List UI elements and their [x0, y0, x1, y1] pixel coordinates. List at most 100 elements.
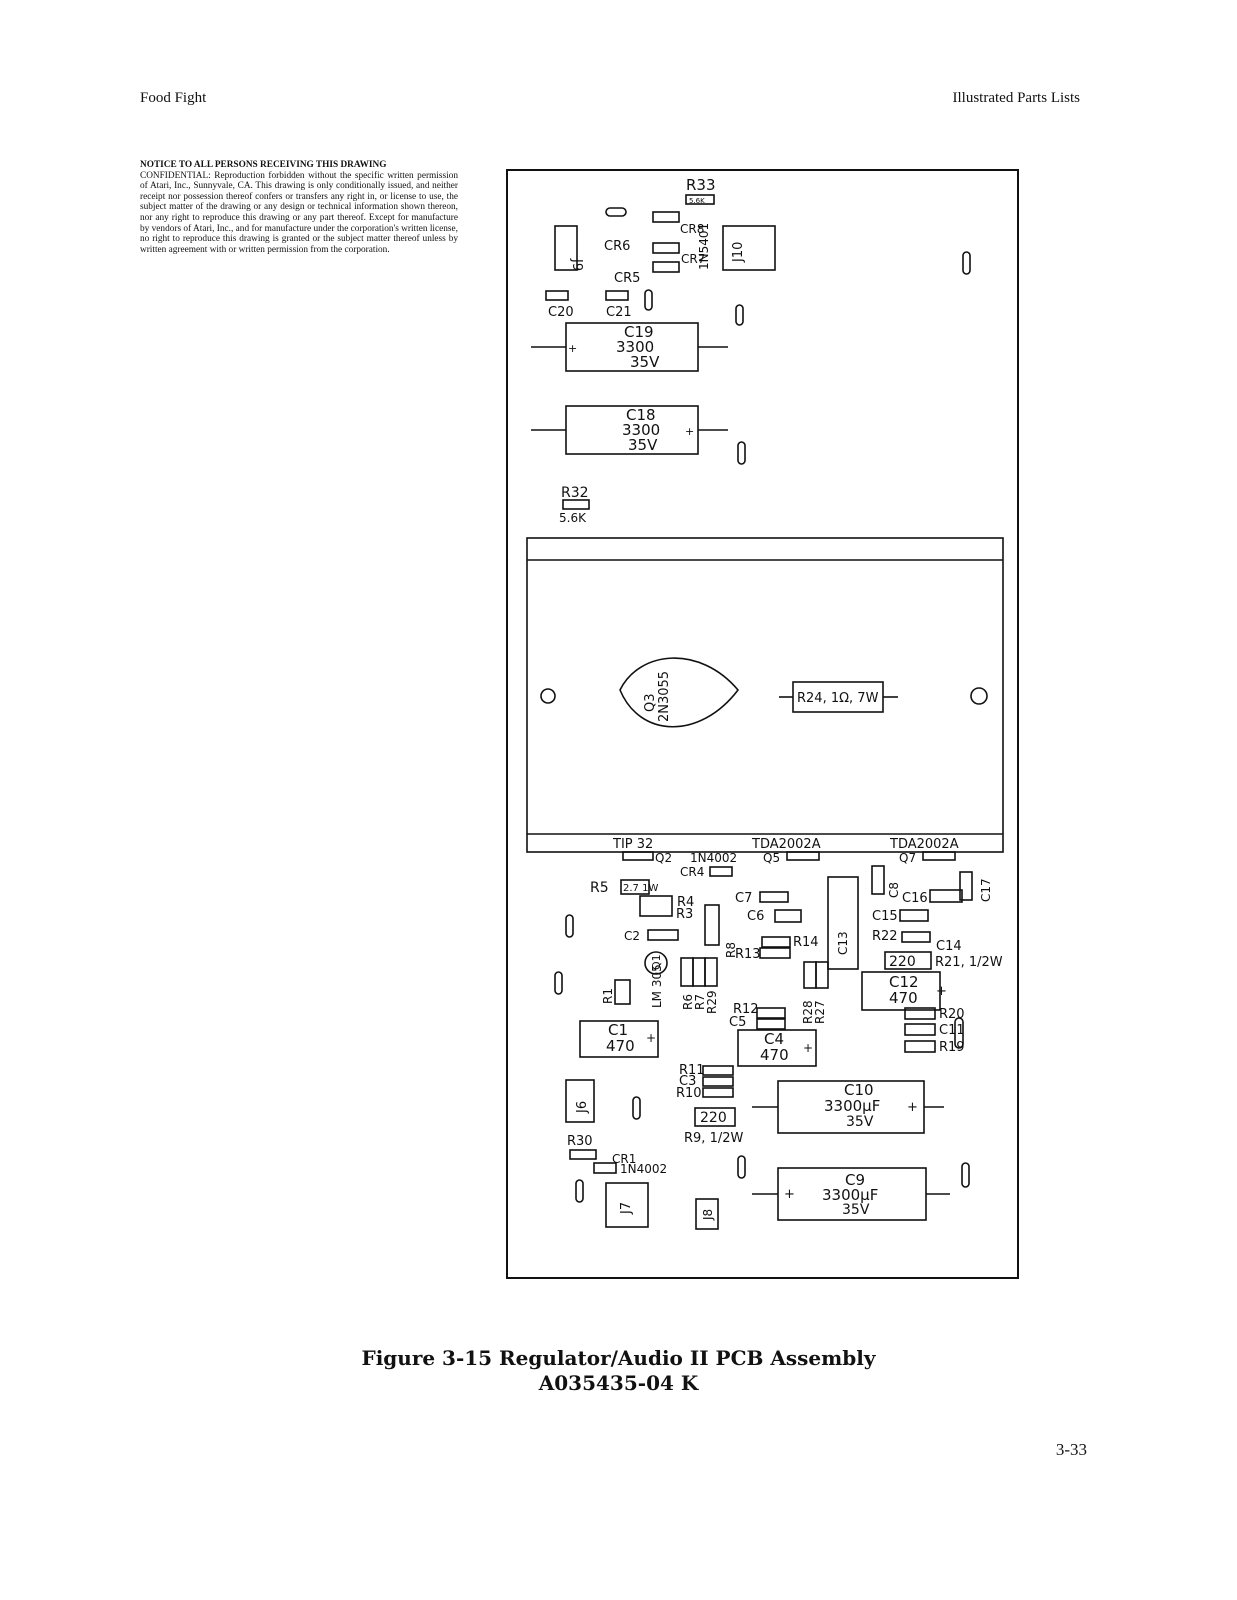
- value-c4: 470: [760, 1046, 789, 1064]
- label-c15: C15: [872, 909, 898, 924]
- j9-connector: [554, 225, 578, 271]
- value-r21: 220: [889, 954, 916, 970]
- label-r29: R29: [705, 990, 719, 1014]
- label-q1: Q1: [650, 954, 663, 970]
- label-r21: R21, 1/2W: [935, 955, 1003, 970]
- label-c11: C11: [939, 1023, 965, 1038]
- label-r11: R11: [679, 1063, 705, 1078]
- label-c21: C21: [606, 305, 632, 320]
- label-r3: R3: [676, 907, 693, 922]
- part-q3: 2N3055: [657, 671, 672, 722]
- value-c18: 3300: [622, 421, 660, 439]
- label-r4: R4: [677, 895, 694, 910]
- label-q3: Q3: [643, 693, 658, 712]
- header-right: Illustrated Parts Lists: [952, 90, 1081, 106]
- polarity-c4: +: [803, 1041, 813, 1055]
- label-c5: C5: [729, 1015, 746, 1030]
- label-c19: C19: [624, 323, 654, 341]
- j6-connector: [565, 1079, 595, 1123]
- label-j7: J7: [619, 1202, 634, 1215]
- polarity-c19: +: [568, 342, 577, 355]
- polarity-c10: +: [907, 1100, 918, 1115]
- label-cr7: CR7: [681, 252, 705, 266]
- polarity-c18: +: [685, 425, 694, 438]
- label-r33: R33: [686, 176, 716, 194]
- voltage-c10: 35V: [846, 1114, 874, 1130]
- label-r13: R13: [735, 947, 761, 962]
- label-r30: R30: [567, 1134, 593, 1149]
- label-c18: C18: [626, 406, 656, 424]
- label-cr1: CR1: [612, 1152, 636, 1166]
- label-r6: R6: [681, 994, 695, 1010]
- label-cr4: CR4: [680, 865, 704, 879]
- notice-title: NOTICE TO ALL PERSONS RECEIVING THIS DRA…: [140, 160, 387, 170]
- label-j8: J8: [701, 1209, 715, 1221]
- label-q2: Q2: [655, 851, 672, 865]
- label-r22: R22: [872, 929, 898, 944]
- heatsink: [526, 537, 1004, 853]
- label-q7: Q7: [899, 851, 916, 865]
- j10-connector: [722, 225, 776, 271]
- c1-capacitor: [579, 1020, 659, 1058]
- value-c19: 3300: [616, 338, 654, 356]
- label-c1: C1: [608, 1021, 628, 1039]
- label-cr8: CR8: [680, 222, 704, 236]
- voltage-c9: 35V: [842, 1202, 870, 1218]
- label-j6: J6: [575, 1101, 590, 1114]
- label-r14: R14: [793, 935, 819, 950]
- c4-capacitor: [737, 1029, 817, 1067]
- label-c20: C20: [548, 305, 574, 320]
- label-c16: C16: [902, 891, 928, 906]
- j8-connector: [695, 1198, 719, 1230]
- label-cr1-part: 1N4002: [620, 1162, 667, 1176]
- label-lm305: LM 305: [650, 964, 664, 1008]
- label-r19: R19: [939, 1040, 965, 1055]
- value-c12: 470: [889, 989, 918, 1007]
- label-r7: R7: [693, 994, 707, 1010]
- label-tda2002a-2: TDA2002A: [889, 837, 959, 852]
- label-c17: C17: [979, 878, 993, 902]
- label-tip32: TIP 32: [612, 837, 653, 852]
- board-outline: [506, 169, 1019, 1279]
- page-number: 3-33: [1055, 1440, 1087, 1459]
- label-r5: R5: [590, 880, 609, 896]
- j7-connector: [605, 1182, 649, 1228]
- label-r1: R1: [601, 988, 615, 1004]
- label-c12: C12: [889, 973, 919, 991]
- label-r28: R28: [801, 1000, 815, 1024]
- label-j10: J10: [731, 242, 746, 263]
- label-c9: C9: [845, 1171, 865, 1189]
- label-r10: R10: [676, 1086, 702, 1101]
- label-c3: C3: [679, 1074, 696, 1089]
- label-c10: C10: [844, 1081, 874, 1099]
- header-left: Food Fight: [140, 90, 207, 106]
- drawing-number: A035435-04 K: [538, 1371, 699, 1395]
- polarity-c9: +: [784, 1187, 795, 1202]
- label-r9: R9, 1/2W: [684, 1131, 743, 1146]
- value-r32: 5.6K: [559, 511, 587, 525]
- polarity-c1: +: [646, 1031, 656, 1045]
- label-c13: C13: [836, 931, 850, 955]
- label-cr5: CR5: [614, 271, 640, 286]
- label-r27: R27: [813, 1000, 827, 1024]
- label-r32: R32: [561, 485, 589, 501]
- label-r12: R12: [733, 1002, 759, 1017]
- q3-transistor: [619, 657, 740, 728]
- voltage-c18: 35V: [628, 436, 658, 454]
- value-r9: 220: [700, 1110, 727, 1126]
- label-c4: C4: [764, 1030, 784, 1048]
- value-c9: 3300μF: [822, 1186, 878, 1204]
- label-c2: C2: [624, 929, 640, 943]
- c13-capacitor: [827, 876, 859, 970]
- label-c7: C7: [735, 891, 752, 906]
- value-c1: 470: [606, 1037, 635, 1055]
- label-cr6: CR6: [604, 239, 630, 254]
- value-r5: 2.7 1W: [623, 883, 658, 894]
- label-r20: R20: [939, 1007, 965, 1022]
- polarity-c12: +: [936, 984, 947, 999]
- value-c10: 3300μF: [824, 1097, 880, 1115]
- confidentiality-notice: NOTICE TO ALL PERSONS RECEIVING THIS DRA…: [140, 160, 458, 255]
- label-r8: R8: [724, 942, 738, 958]
- voltage-c19: 35V: [630, 353, 660, 371]
